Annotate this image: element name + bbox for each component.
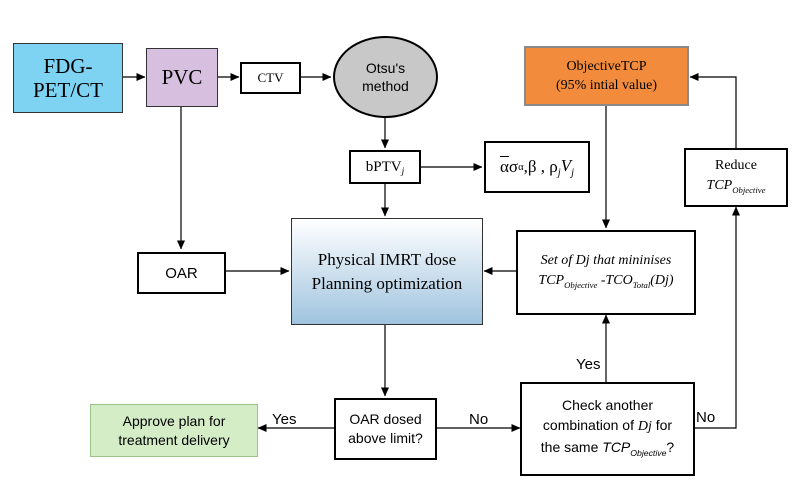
- imrt-optimization-box: Physical IMRT dose Planning optimization: [291, 218, 483, 325]
- pvc-box: PVC: [146, 48, 218, 107]
- approve-plan-box: Approve plan for treatment delivery: [90, 404, 258, 457]
- ctv-box: CTV: [240, 62, 301, 94]
- bptv-sub: j: [401, 166, 405, 177]
- oar-label: OAR: [165, 264, 198, 282]
- objective-tcp-box: ObjectiveTCP (95% intial value): [524, 46, 689, 106]
- param-v-sub: j: [571, 167, 575, 179]
- check-tcp-sub: Objective: [630, 447, 667, 458]
- oar-dosed-decision: OAR dosed above limit?: [334, 398, 437, 460]
- otsu-line2: method: [362, 78, 409, 94]
- setdj-line1: Set of Dj that mininises: [540, 252, 672, 268]
- imrt-line2: Planning optimization: [311, 273, 463, 293]
- fdg-pet-ct-box: FDG- PET/CT: [13, 43, 123, 113]
- check-line2b: for: [651, 417, 673, 434]
- check-line2a: combination of: [542, 417, 638, 434]
- edge-check-to-reduce: [695, 206, 740, 429]
- fdg-line1: FDG-: [43, 54, 93, 78]
- check-line3b: ?: [666, 439, 675, 456]
- edge-label-no-check: No: [469, 411, 489, 428]
- check-line3a: the same: [540, 439, 603, 456]
- edge-label-no-reduce: No: [696, 409, 716, 426]
- oar-box: OAR: [137, 252, 226, 294]
- param-alpha: α: [499, 157, 509, 176]
- approve-line1: Approve plan for: [122, 412, 226, 429]
- pvc-label: PVC: [161, 65, 203, 89]
- check-dj: Dj: [637, 419, 652, 435]
- approve-line2: treatment delivery: [118, 431, 230, 448]
- reduce-tcp: TCP: [706, 177, 733, 193]
- edge-reduce-to-objective: [689, 73, 737, 148]
- param-sigma-sub: α: [518, 161, 524, 173]
- check-line1: Check another: [561, 397, 654, 414]
- param-rest: ,β , ρ: [523, 157, 558, 176]
- edge-label-yes-set: Yes: [576, 356, 601, 373]
- oar-dosed-line2: above limit?: [348, 430, 423, 446]
- check-tcp: TCP: [602, 439, 631, 456]
- set-of-dj-box: Set of Dj that mininises TCPObjective -T…: [516, 230, 696, 315]
- reduce-tcp-sub: Objective: [732, 184, 766, 195]
- setdj-mid: -TCO: [597, 272, 633, 288]
- imrt-line1: Physical IMRT dose: [317, 249, 457, 269]
- setdj-tcp-sub: Objective: [564, 279, 598, 290]
- ctv-label: CTV: [257, 70, 284, 85]
- otsu-method-ellipse: Otsu's method: [333, 36, 438, 118]
- param-v: V: [560, 155, 572, 175]
- param-sigma: σ: [508, 157, 519, 176]
- reduce-tcp-box: Reduce TCPObjective: [684, 148, 788, 207]
- param-rho-sub: j: [557, 167, 561, 179]
- fdg-line2: PET/CT: [32, 78, 103, 102]
- objective-tcp-line2: (95% intial value): [555, 78, 658, 93]
- setdj-end: (Dj): [650, 272, 674, 288]
- setdj-tco-sub: Total: [632, 279, 651, 290]
- edge-label-yes-approve: Yes: [272, 411, 297, 428]
- setdj-tcp: TCP: [538, 272, 565, 288]
- oar-dosed-line1: OAR dosed: [349, 411, 422, 427]
- otsu-line1: Otsu's: [365, 60, 406, 76]
- objective-tcp-line1: ObjectiveTCP: [566, 59, 647, 74]
- check-combination-decision: Check another combination of Dj for the …: [520, 382, 695, 476]
- bptv-label: bPTV: [365, 158, 402, 175]
- reduce-line1: Reduce: [715, 157, 757, 173]
